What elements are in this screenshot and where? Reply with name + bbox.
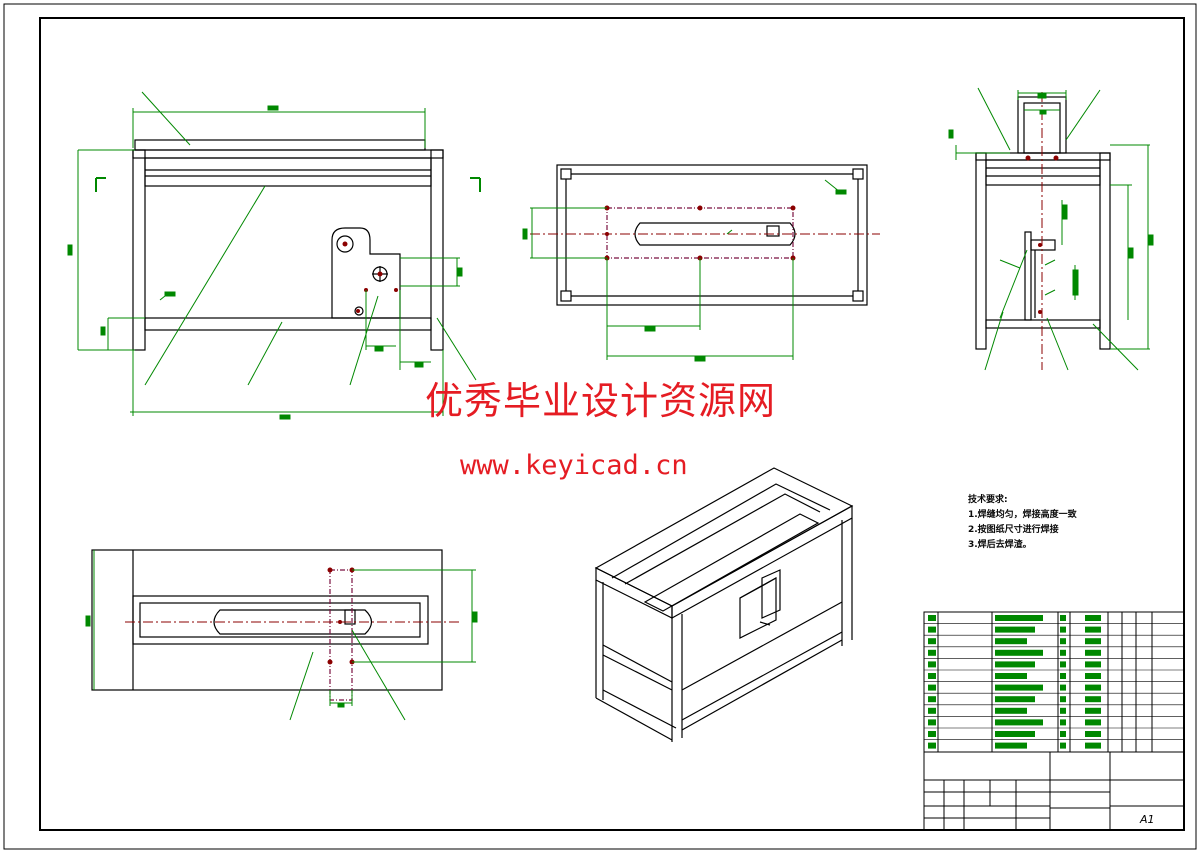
title-block — [923, 611, 1185, 831]
bottom-view — [91, 549, 443, 691]
parts-list-cell-mark — [995, 731, 1035, 737]
parts-list-cell-mark — [1085, 731, 1101, 737]
parts-list-cell-mark — [1060, 719, 1066, 726]
technical-note-3: 3.焊后去焊渣。 — [968, 540, 1032, 550]
side-view-dimensions — [948, 90, 1154, 350]
parts-list-cell-mark — [928, 707, 936, 714]
parts-list-cell-mark — [995, 626, 1035, 633]
bottom-view-markers — [125, 567, 460, 701]
parts-list-cell-mark — [1085, 649, 1101, 656]
sheet-size-label: A1 — [1140, 813, 1155, 826]
front-view-dimensions — [67, 105, 481, 420]
parts-list-cell-mark — [1085, 661, 1101, 668]
technical-note-1: 1.焊缝均匀，焊接高度一致 — [968, 510, 1077, 520]
parts-list-cell-mark — [928, 673, 936, 679]
isometric-view — [594, 467, 854, 742]
technical-note-2: 2.按图纸尺寸进行焊接 — [968, 525, 1059, 535]
watermark-title-text: 优秀毕业设计资源网 — [425, 379, 777, 423]
parts-list-cell-mark — [1060, 696, 1066, 703]
technical-notes: 技术要求: 1.焊缝均匀，焊接高度一致 2.按图纸尺寸进行焊接 3.焊后去焊渣。 — [968, 493, 1077, 553]
parts-list-cell-mark — [1085, 719, 1101, 726]
parts-list-cell-mark — [995, 696, 1035, 703]
parts-list-cell-mark — [1060, 684, 1066, 691]
front-view-markers — [342, 241, 398, 313]
parts-list-cell-mark — [995, 661, 1035, 668]
parts-list-cell-mark — [1085, 638, 1101, 645]
parts-list-cell-mark — [928, 661, 936, 668]
technical-notes-heading: 技术要求: — [968, 495, 1008, 505]
parts-list-cell-mark — [928, 731, 936, 737]
top-view-markers — [530, 205, 880, 261]
parts-list-cell-mark — [1060, 661, 1066, 668]
parts-list-cell-mark — [995, 742, 1027, 749]
parts-list-cell-mark — [928, 626, 936, 633]
inner-border — [39, 17, 1185, 831]
parts-list-cell-mark — [1085, 696, 1101, 703]
parts-list-cell-mark — [1060, 626, 1066, 633]
parts-list-cell-mark — [928, 638, 936, 645]
side-view-leaders — [977, 87, 1139, 371]
top-view — [556, 164, 868, 306]
parts-list-cell-mark — [1085, 673, 1101, 679]
parts-list-cell-mark — [1060, 742, 1066, 749]
front-view-leaders — [141, 91, 477, 386]
parts-list-cell-mark — [928, 615, 936, 621]
parts-list-cell-mark — [1060, 638, 1066, 645]
bottom-view-leaders — [289, 629, 406, 721]
parts-list-cell-mark — [928, 696, 936, 703]
parts-list-cell-mark — [928, 649, 936, 656]
outer-border — [3, 3, 1197, 850]
parts-list-cell-mark — [1060, 731, 1066, 737]
watermark-url: www.keyicad.cn — [460, 450, 688, 481]
parts-list-cell-mark — [1085, 684, 1101, 691]
parts-list-cell-mark — [928, 719, 936, 726]
side-view-markers — [1025, 92, 1059, 370]
parts-list-cell-mark — [1085, 626, 1101, 633]
parts-list-cell-mark — [1085, 707, 1101, 714]
parts-list-cell-mark — [995, 673, 1027, 679]
parts-list-cell-mark — [995, 684, 1043, 691]
parts-list-cell-mark — [995, 719, 1043, 726]
parts-list-cell-mark — [1060, 649, 1066, 656]
title-block-rows — [924, 623, 1184, 740]
parts-list-cell-mark — [1060, 673, 1066, 679]
front-view — [132, 139, 444, 351]
bottom-view-dimensions — [85, 550, 478, 708]
parts-list-cell-mark — [995, 707, 1027, 714]
parts-list-cell-mark — [995, 638, 1027, 645]
parts-list-cell-mark — [1085, 742, 1101, 749]
parts-list-cell-mark — [1060, 707, 1066, 714]
parts-list-cell-mark — [995, 649, 1043, 656]
title-block-cells — [928, 615, 1101, 749]
parts-list-cell-mark — [928, 684, 936, 691]
parts-list-cell-mark — [1085, 615, 1101, 621]
side-view — [975, 96, 1111, 350]
parts-list-cell-mark — [1060, 615, 1066, 621]
parts-list-cell-mark — [928, 742, 936, 749]
parts-list-cell-mark — [995, 615, 1043, 621]
top-view-dimensions — [522, 179, 847, 362]
